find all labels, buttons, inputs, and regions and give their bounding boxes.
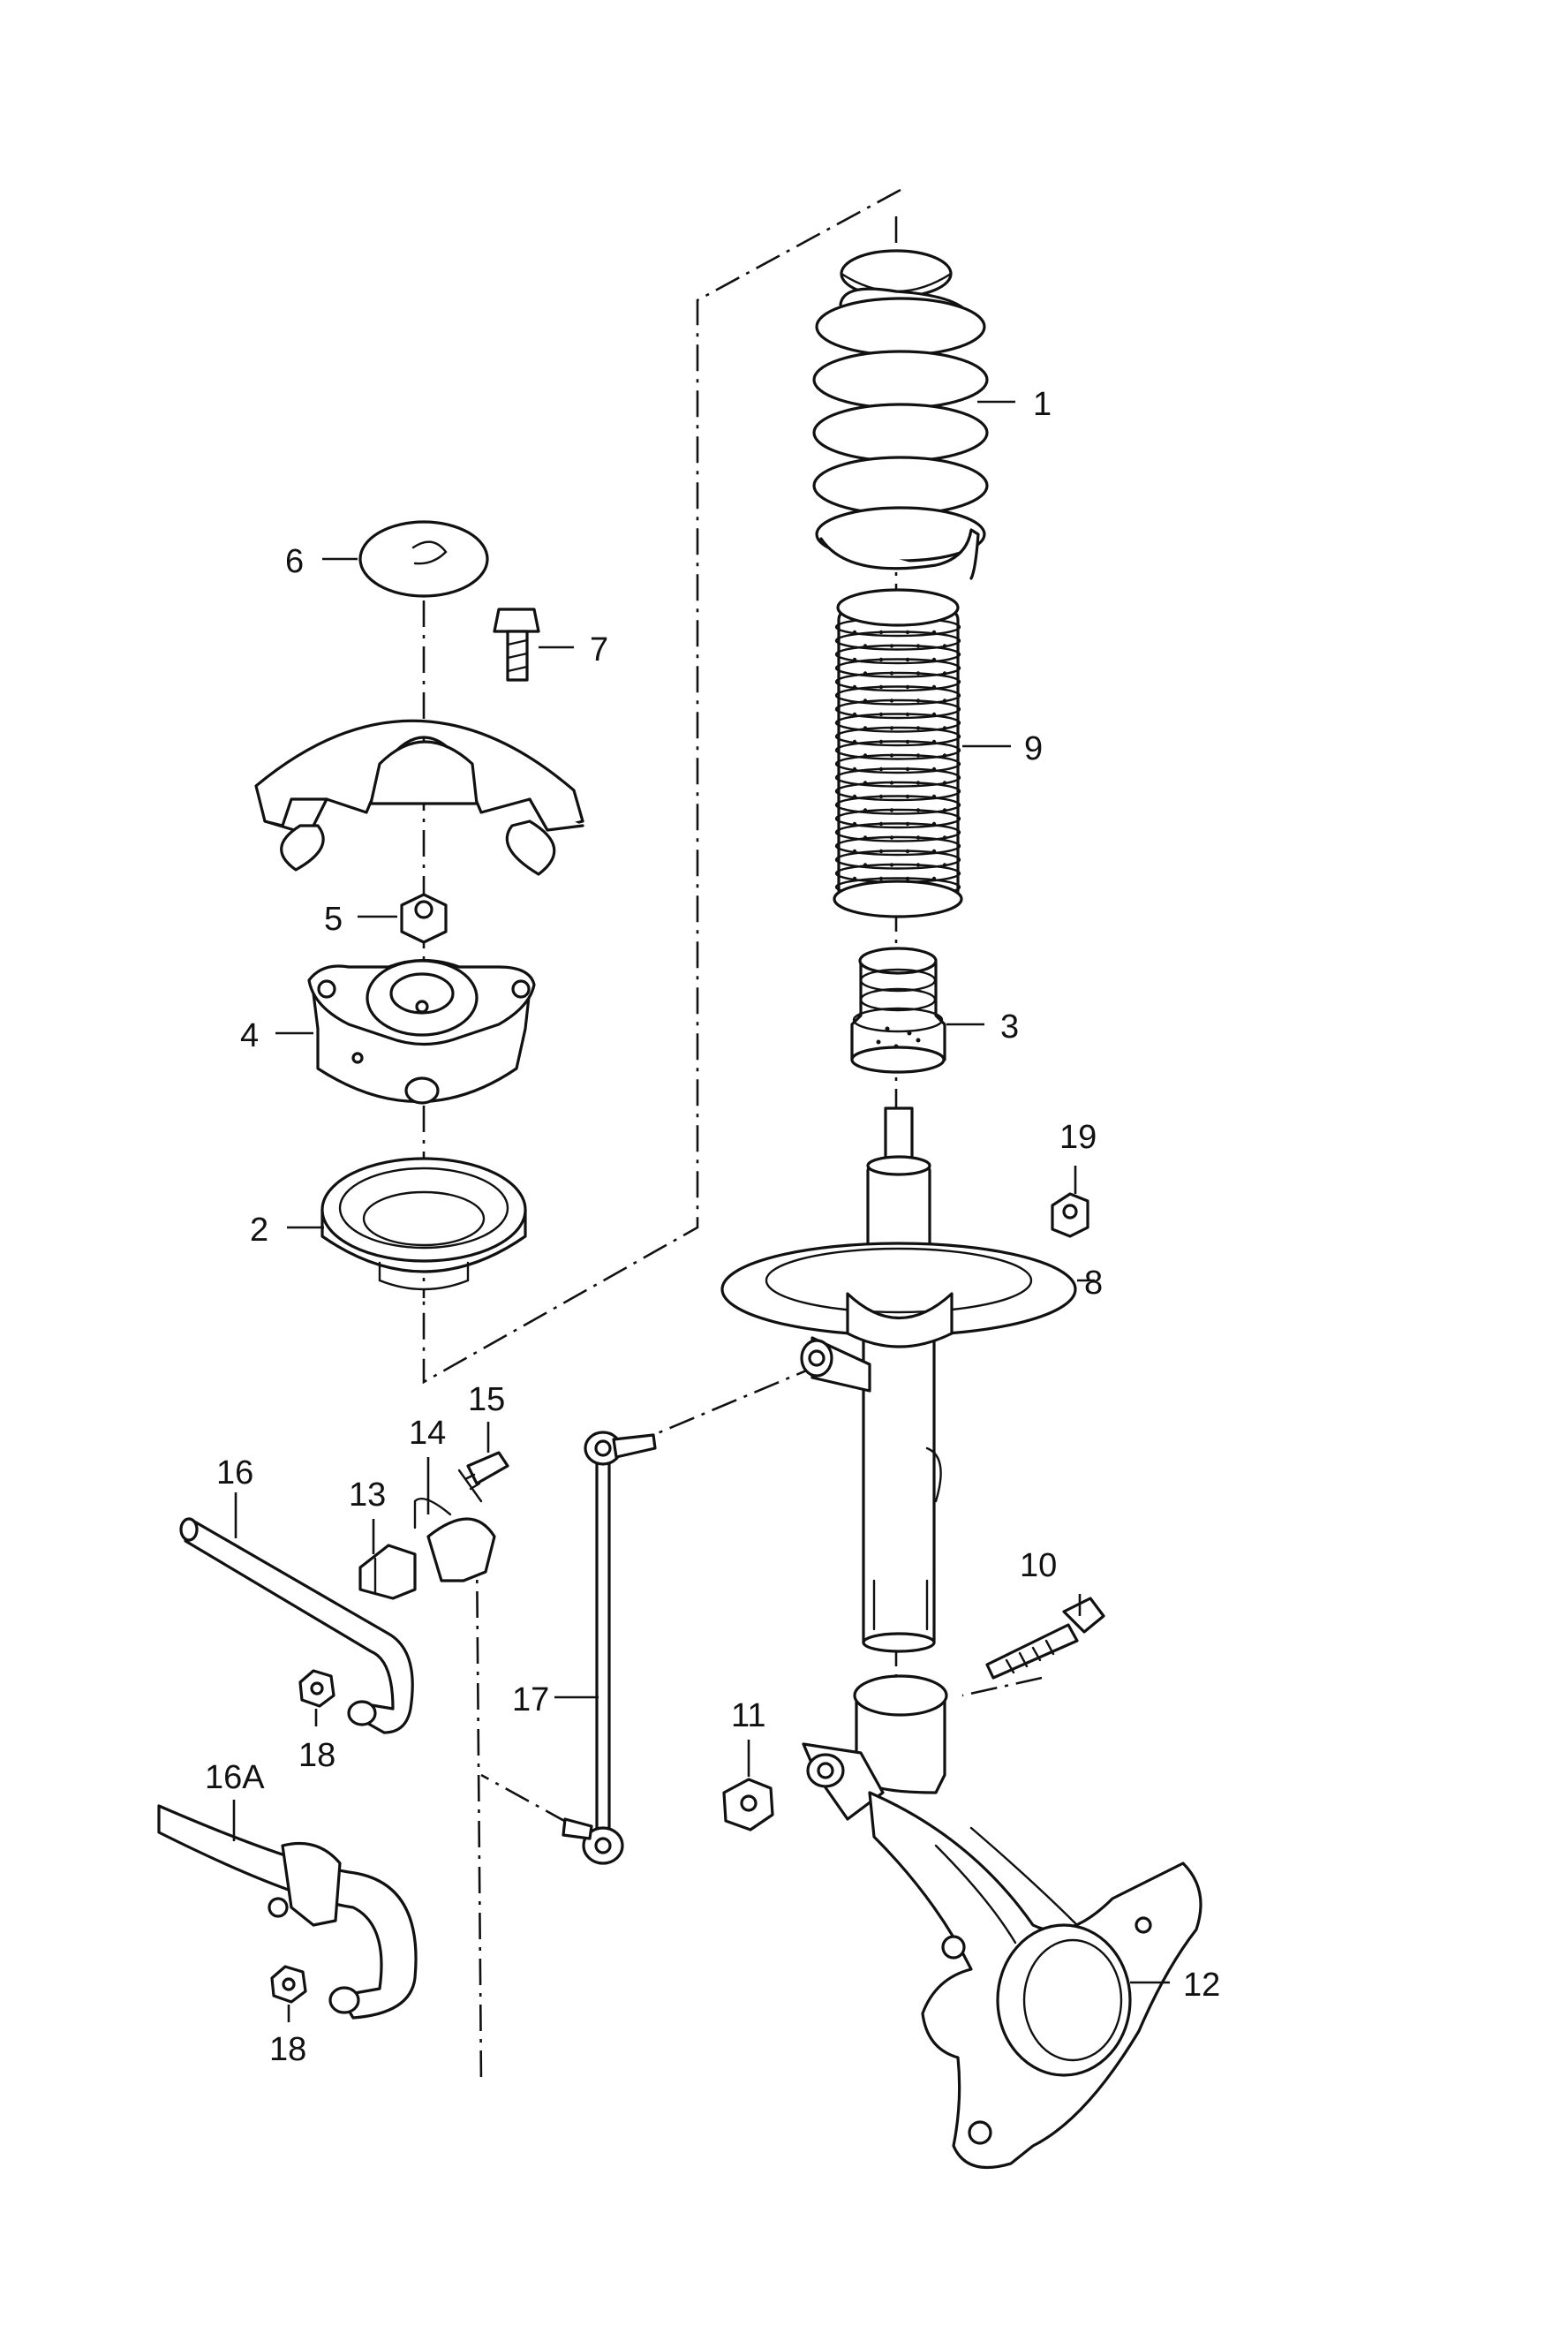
callout-11: 11	[731, 1697, 765, 1734]
bump-stop	[850, 947, 946, 1074]
stabilizer-bar	[179, 1517, 414, 1734]
coil-spring	[812, 249, 989, 580]
nut-18-upper	[298, 1669, 335, 1708]
callout-18-lower: 18	[269, 2031, 306, 2068]
callout-17: 17	[512, 1681, 549, 1718]
callout-18-upper: 18	[298, 1737, 335, 1774]
callout-16a: 16A	[205, 1759, 265, 1796]
callout-2: 2	[250, 1212, 268, 1249]
callout-7: 7	[590, 631, 608, 668]
nut-18-lower	[270, 1965, 307, 2004]
callout-14: 14	[409, 1415, 446, 1452]
cover-plate	[254, 719, 584, 876]
callout-1: 1	[1033, 386, 1052, 423]
callout-12: 12	[1183, 1967, 1220, 2004]
callout-10: 10	[1020, 1547, 1057, 1584]
protective-bellows	[833, 588, 963, 918]
strut-mounting	[307, 958, 536, 1105]
callout-8: 8	[1084, 1265, 1103, 1302]
coupling-rod	[562, 1431, 657, 1865]
cap	[358, 520, 489, 598]
callout-4: 4	[240, 1017, 259, 1054]
callout-labels: 1 2 3 4 5 6 7 8 9 10 11 12 13 14 15 16 1…	[205, 386, 1220, 2068]
nut-11	[722, 1778, 774, 1831]
nut-5	[400, 893, 448, 944]
stabilizer-bar-16a	[157, 1804, 418, 2020]
callout-16: 16	[216, 1454, 253, 1492]
shock-absorber-strut	[720, 1106, 1077, 1653]
thrust-bearing	[320, 1157, 527, 1291]
callout-6: 6	[285, 543, 304, 580]
callout-3: 3	[1000, 1008, 1019, 1046]
leader-lines	[232, 400, 1170, 2022]
stabilizer-clamp-set	[358, 1451, 509, 1600]
bolt-7	[493, 608, 540, 682]
callout-9: 9	[1024, 730, 1043, 767]
callout-15: 15	[468, 1381, 505, 1418]
nut-19	[1051, 1192, 1089, 1238]
steering-knuckle	[802, 1674, 1202, 2170]
callout-5: 5	[324, 901, 343, 938]
bolt-10	[985, 1597, 1105, 1680]
callout-13: 13	[349, 1476, 386, 1514]
callout-19: 19	[1059, 1119, 1097, 1156]
